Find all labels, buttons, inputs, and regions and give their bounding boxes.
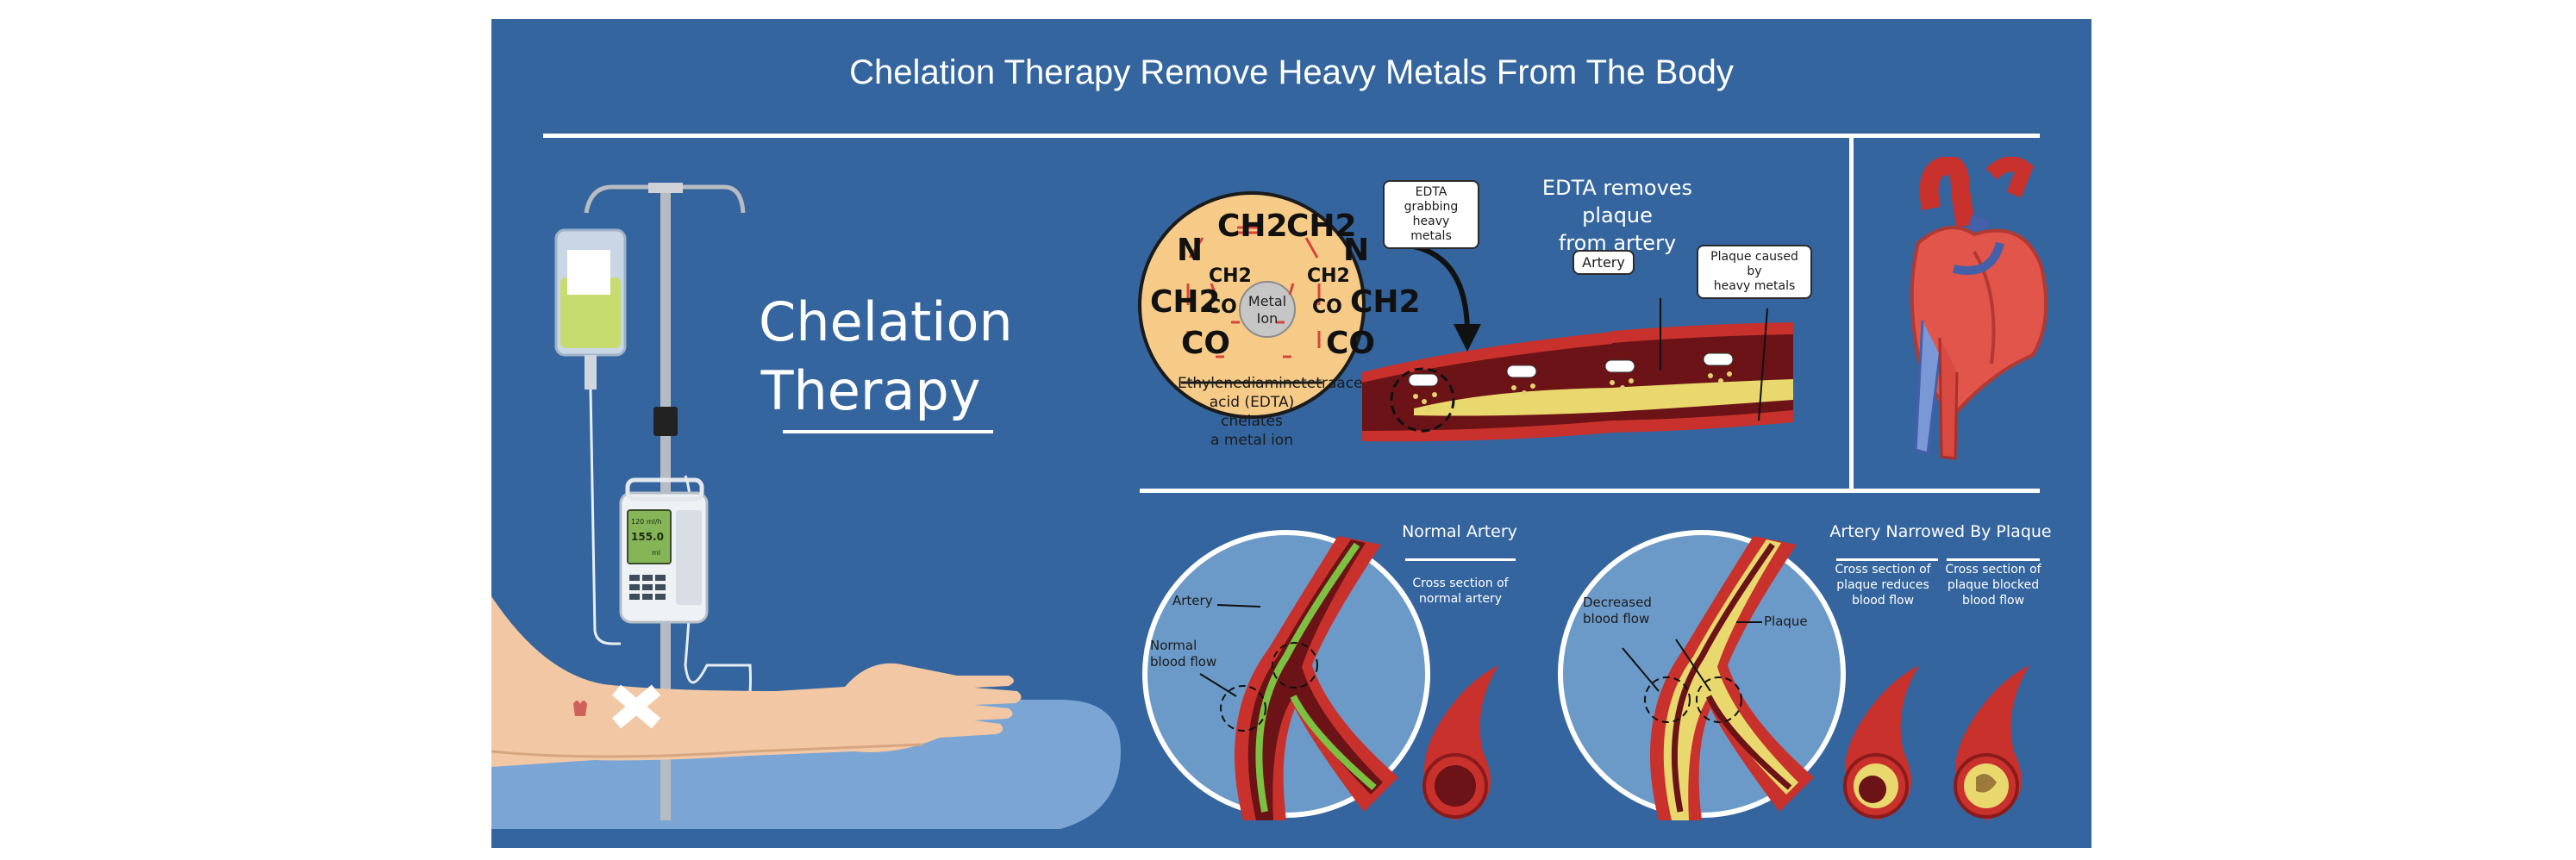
narrowed-underline-right bbox=[1947, 558, 2040, 561]
narrowed-artery-diagram bbox=[1558, 530, 1846, 820]
normal-cross-section-icon bbox=[1422, 665, 1498, 820]
title-divider bbox=[543, 134, 2040, 138]
ch2-top-left: CH2 bbox=[1217, 209, 1288, 244]
label-decreased-flow: Decreased blood flow bbox=[1583, 595, 1652, 626]
co-right: CO bbox=[1326, 326, 1376, 361]
n-left: N bbox=[1177, 233, 1204, 268]
heading-underline bbox=[783, 430, 993, 433]
grab-arrow-icon bbox=[1403, 242, 1481, 352]
ch2-outer-left: CH2 bbox=[1150, 284, 1221, 320]
normal-artery-title: Normal Artery bbox=[1402, 522, 1517, 541]
pump-screen-line1: 120 ml/h bbox=[631, 518, 662, 526]
ch2-outer-right: CH2 bbox=[1350, 284, 1421, 320]
iv-bag-icon bbox=[554, 228, 627, 389]
callout-artery: Artery bbox=[1572, 250, 1635, 275]
ch2-inner-left: CH2 bbox=[1209, 265, 1252, 287]
callout-edta-grabbing: EDTA grabbing heavy metals bbox=[1383, 180, 1479, 249]
co-inner-left: CO bbox=[1207, 296, 1237, 318]
edta-particles bbox=[1408, 352, 1734, 411]
normal-title-underline bbox=[1405, 558, 1516, 561]
heart-icon bbox=[1910, 157, 2048, 460]
metal-ion-label: Metal Ion bbox=[1247, 293, 1287, 327]
bruise bbox=[573, 701, 587, 716]
chelation-heading: Chelation Therapy bbox=[759, 290, 1013, 422]
pump-screen-line3: ml bbox=[652, 549, 660, 557]
infusion-pump-icon: 120 ml/h 155.0 ml bbox=[619, 477, 709, 624]
blocked-cross-section-icon bbox=[1954, 665, 2029, 820]
edta-molecule-diagram bbox=[1138, 191, 1366, 419]
label-plaque: Plaque bbox=[1764, 614, 1808, 629]
label-normal-flow: Normal blood flow bbox=[1150, 638, 1217, 670]
poster: Chelation Therapy Remove Heavy Metals Fr… bbox=[491, 19, 2091, 848]
section-divider bbox=[1140, 489, 2040, 493]
co-left: CO bbox=[1181, 326, 1231, 361]
bandage-icon bbox=[611, 684, 661, 729]
n-right: N bbox=[1343, 233, 1370, 268]
iv-tube bbox=[589, 389, 621, 645]
page-title: Chelation Therapy Remove Heavy Metals Fr… bbox=[849, 53, 1734, 91]
artery-plaque-diagram-right bbox=[1612, 322, 1793, 433]
narrowed-artery-title: Artery Narrowed By Plaque bbox=[1829, 522, 2052, 541]
iv-illustration: 120 ml/h 155.0 ml bbox=[491, 183, 1121, 829]
callout-plaque: Plaque caused by heavy metals bbox=[1697, 245, 1812, 299]
normal-cross-caption: Cross section of normal artery bbox=[1412, 576, 1509, 606]
normal-artery-diagram bbox=[1142, 530, 1430, 820]
caption-reduces: Cross section of plaque reduces blood fl… bbox=[1835, 563, 1931, 608]
narrowed-underline-left bbox=[1836, 558, 1938, 561]
edta-caption: Ethylenediaminetetraacetic acid (EDTA) c… bbox=[1178, 375, 1381, 449]
callout-lines bbox=[1660, 298, 1768, 421]
ch2-inner-right: CH2 bbox=[1307, 265, 1350, 287]
artery-plaque-diagram bbox=[1362, 331, 1621, 442]
caption-blocked: Cross section of plaque blocked blood fl… bbox=[1945, 563, 2041, 608]
label-artery: Artery bbox=[1172, 593, 1213, 608]
vertical-divider bbox=[1849, 138, 1854, 489]
edta-removes-title: EDTA removes plaque from artery bbox=[1541, 176, 1693, 255]
ch2-top-right: CH2 bbox=[1286, 209, 1357, 244]
pump-screen-line2: 155.0 bbox=[631, 531, 664, 543]
reduced-cross-section-icon bbox=[1843, 665, 1919, 820]
co-inner-right: CO bbox=[1312, 296, 1342, 318]
